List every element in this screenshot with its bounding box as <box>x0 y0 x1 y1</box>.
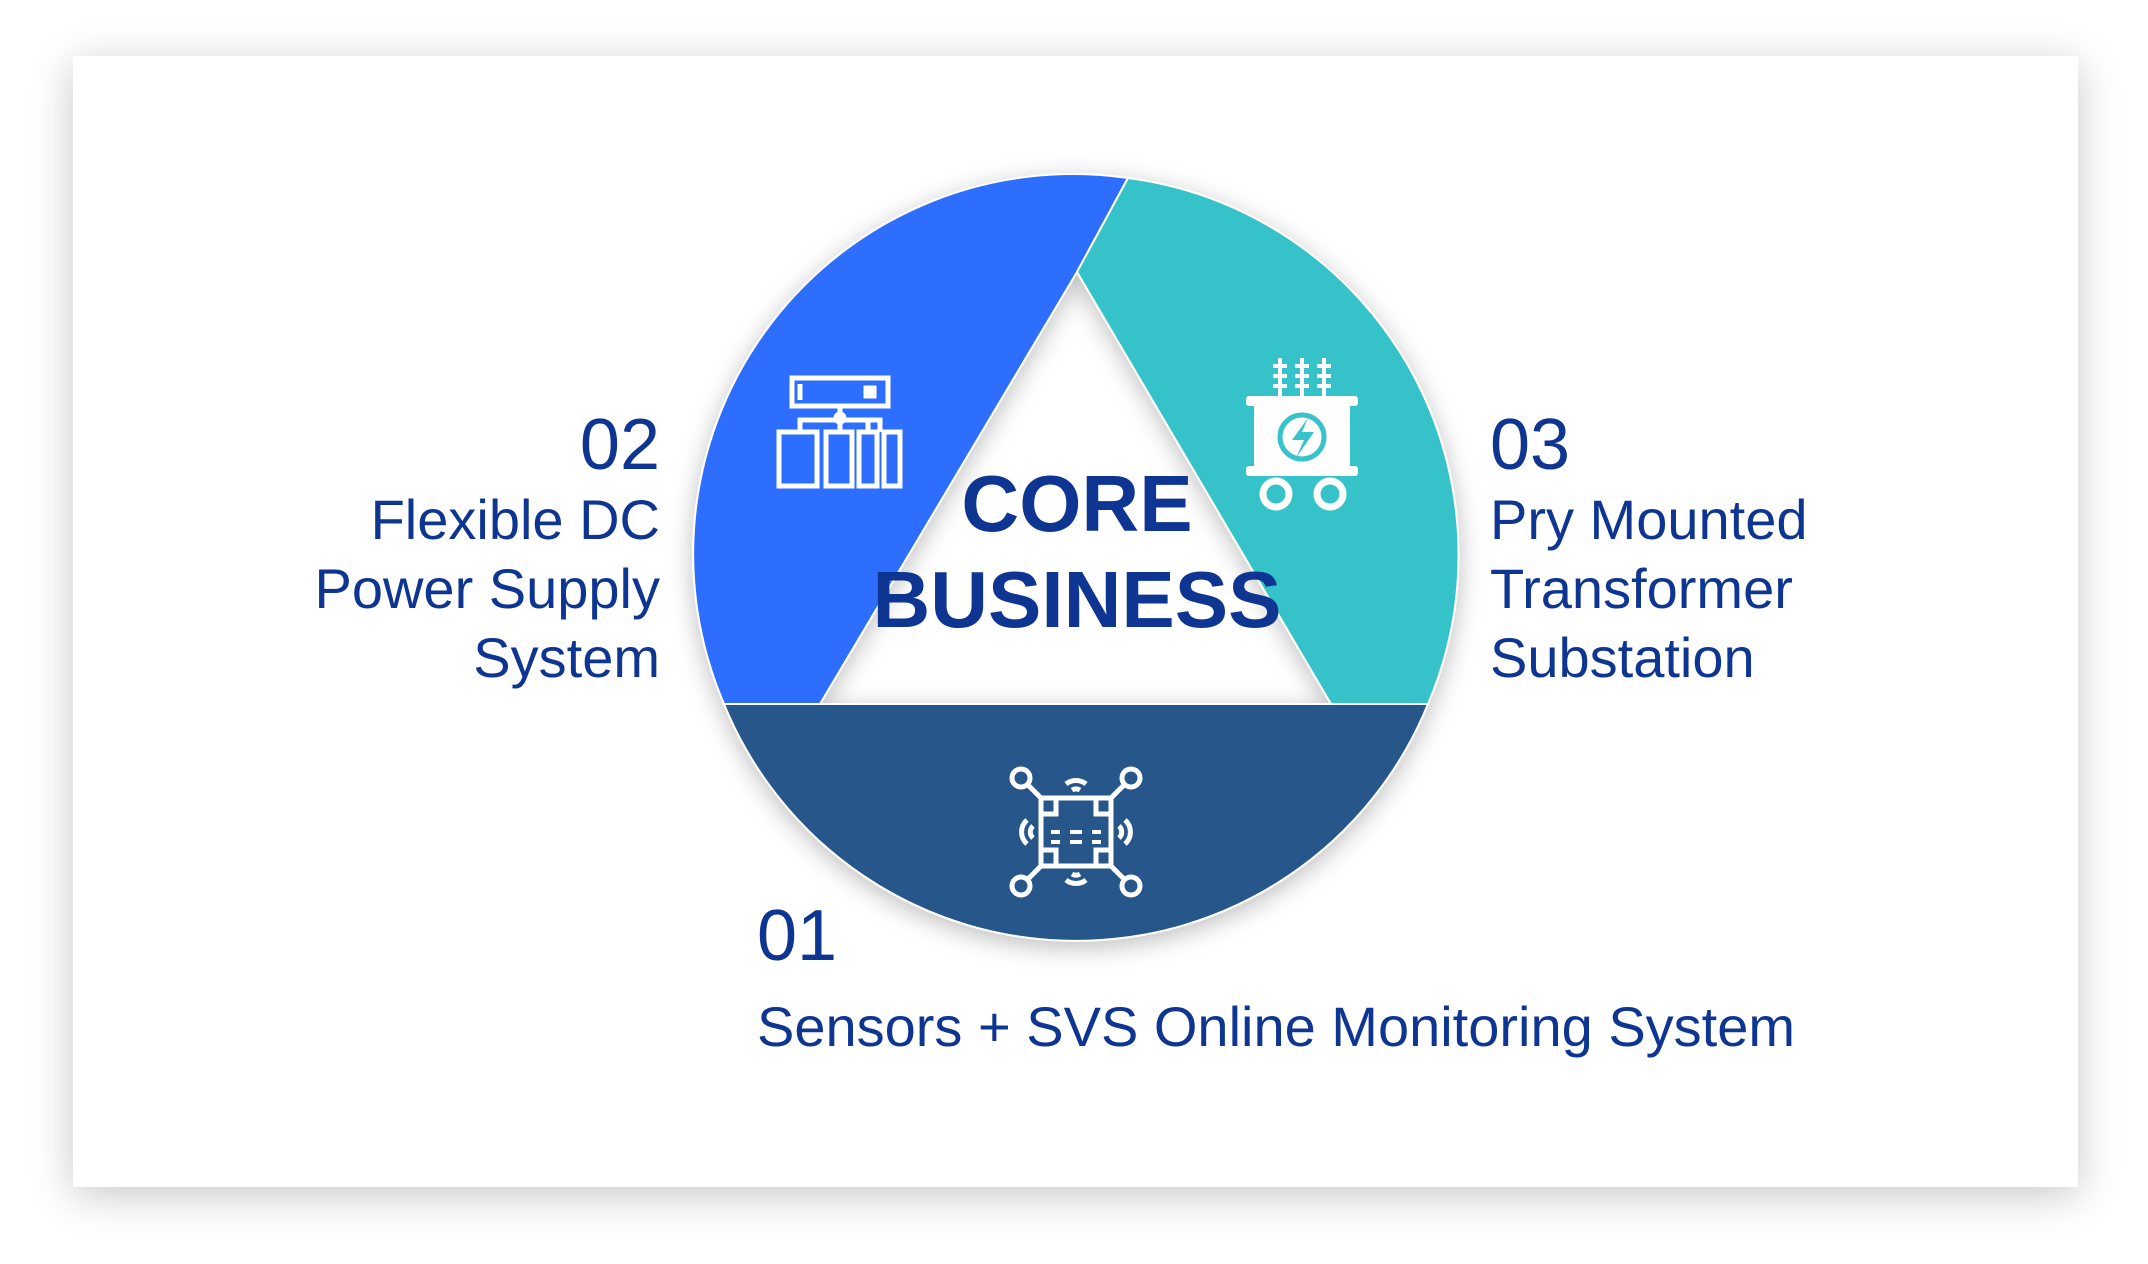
item-line: System <box>473 626 660 689</box>
center-title: CORE BUSINESS <box>777 456 1377 648</box>
item-number: 03 <box>1490 405 1571 485</box>
item-line: Transformer <box>1490 557 1793 620</box>
item-line: Sensors + SVS Online Monitoring System <box>757 995 1796 1058</box>
segment-02 <box>692 173 1130 705</box>
item-02-label: 02 Flexible DC Power Supply System <box>314 405 660 692</box>
item-number: 01 <box>757 896 838 976</box>
item-line: Pry Mounted <box>1490 488 1808 551</box>
center-title-line1: CORE <box>961 459 1193 548</box>
item-line: Substation <box>1490 626 1755 689</box>
segment-01 <box>722 703 1430 942</box>
transformer-icon <box>1246 358 1358 511</box>
item-01-label: 01 Sensors + SVS Online Monitoring Syste… <box>757 896 1795 1061</box>
item-line: Flexible DC <box>370 488 660 551</box>
sensor-chip-icon <box>1009 766 1143 898</box>
item-number: 02 <box>579 405 660 485</box>
center-title-line2: BUSINESS <box>872 555 1282 644</box>
item-03-label: 03 Pry Mounted Transformer Substation <box>1490 405 1808 692</box>
item-line: Power Supply <box>314 557 660 620</box>
server-rack-icon <box>776 375 903 489</box>
